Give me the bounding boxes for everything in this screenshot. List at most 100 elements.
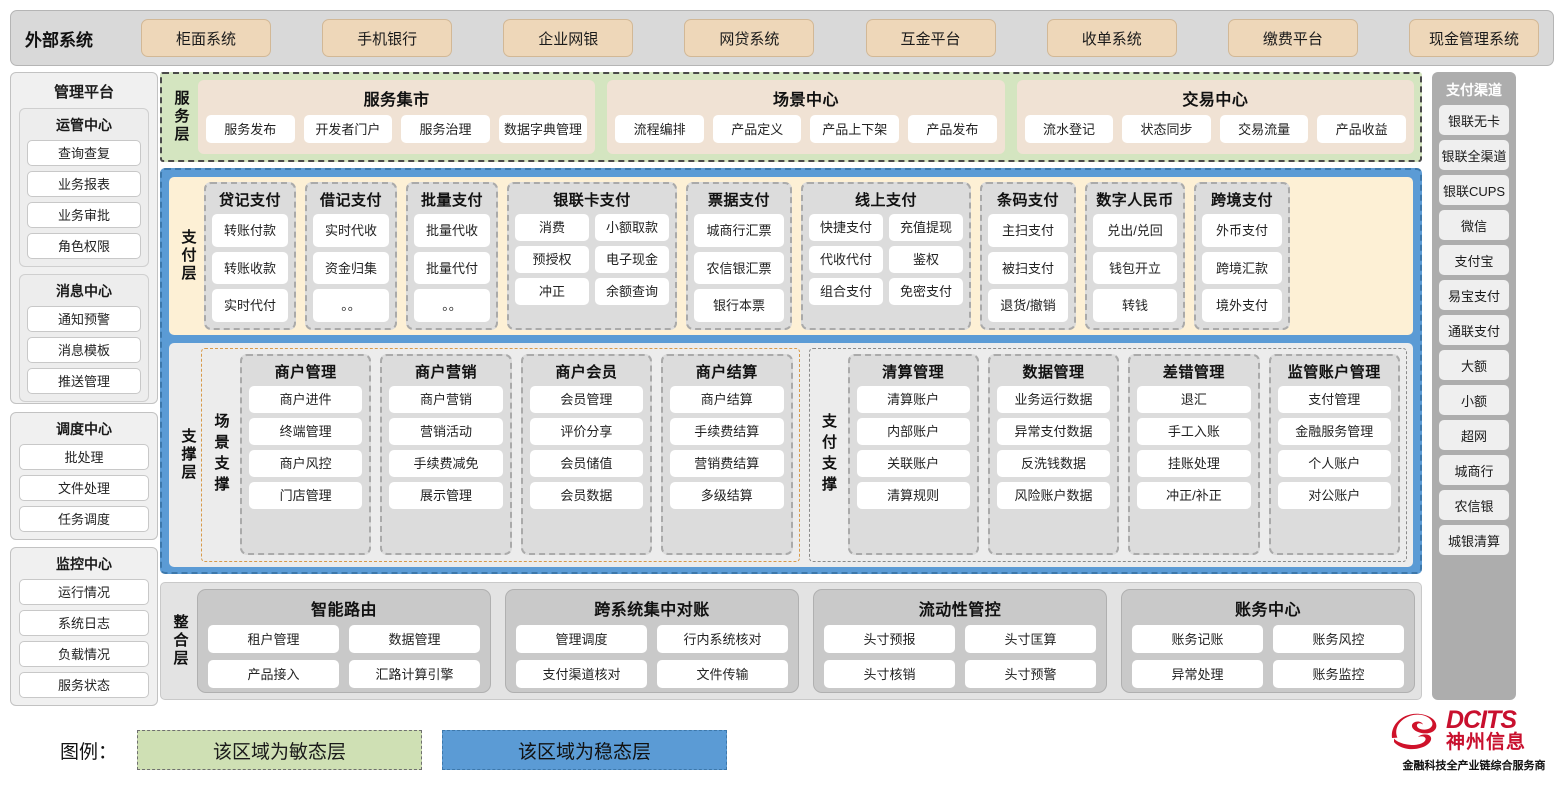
support-item[interactable]: 风险账户数据 [996,482,1111,509]
mgmt-item[interactable]: 批处理 [19,444,149,470]
support-item[interactable]: 商户风控 [249,450,363,477]
support-item[interactable]: 多级结算 [670,482,784,509]
channel-item[interactable]: 易宝支付 [1439,280,1509,310]
support-item[interactable]: 商户结算 [670,386,784,413]
mgmt-item[interactable]: 任务调度 [19,506,149,532]
payment-item[interactable]: 消费 [515,214,589,241]
integration-item[interactable]: 账务监控 [1273,660,1404,688]
payment-item[interactable]: 退货/撤销 [988,289,1068,323]
support-item[interactable]: 会员储值 [529,450,644,477]
mgmt-item[interactable]: 查询查复 [27,140,141,166]
payment-item[interactable]: 跨境汇款 [1202,251,1282,285]
mgmt-item[interactable]: 服务状态 [19,672,149,698]
external-system-item[interactable]: 手机银行 [322,19,453,57]
support-item[interactable]: 展示管理 [389,482,503,509]
support-item[interactable]: 关联账户 [856,450,970,477]
service-item[interactable]: 产品定义 [712,115,802,143]
support-item[interactable]: 营销活动 [389,418,503,445]
external-system-item[interactable]: 柜面系统 [141,19,271,57]
service-item[interactable]: 开发者门户 [303,115,393,143]
integration-item[interactable]: 账务记账 [1132,625,1263,653]
support-item[interactable]: 营销费结算 [670,450,784,477]
payment-item[interactable]: 资金归集 [313,251,389,285]
integration-item[interactable]: 租户管理 [208,625,339,653]
integration-item[interactable]: 支付渠道核对 [516,660,647,688]
payment-item[interactable]: 外币支付 [1202,214,1282,247]
integration-item[interactable]: 账务风控 [1273,625,1404,653]
mgmt-item[interactable]: 通知预警 [27,306,141,332]
channel-item[interactable]: 银联无卡 [1439,105,1509,135]
integration-item[interactable]: 管理调度 [516,625,647,653]
support-item[interactable]: 清算账户 [856,386,970,413]
payment-item[interactable]: 转账付款 [212,214,288,247]
service-item[interactable]: 服务治理 [401,115,490,143]
support-item[interactable]: 门店管理 [249,482,363,509]
support-item[interactable]: 清算规则 [856,482,970,509]
payment-item[interactable]: 快捷支付 [809,214,883,241]
support-item[interactable]: 业务运行数据 [996,386,1111,413]
service-item[interactable]: 流程编排 [615,115,704,143]
support-item[interactable]: 终端管理 [249,418,363,445]
payment-item[interactable]: 兑出/兑回 [1093,214,1177,247]
integration-item[interactable]: 异常处理 [1132,660,1263,688]
service-item[interactable]: 服务发布 [206,115,295,143]
channel-item[interactable]: 银联CUPS [1439,175,1509,205]
payment-item[interactable]: 。。 [313,289,389,323]
integration-item[interactable]: 数据管理 [349,625,480,653]
support-item[interactable]: 冲正/补正 [1137,482,1251,509]
service-item[interactable]: 产品上下架 [810,115,900,143]
mgmt-item[interactable]: 运行情况 [19,579,149,605]
support-item[interactable]: 商户进件 [249,386,363,413]
payment-item[interactable]: 城商行汇票 [694,214,784,247]
integration-item[interactable]: 行内系统核对 [657,625,788,653]
support-item[interactable]: 对公账户 [1277,482,1391,509]
support-item[interactable]: 商户营销 [389,386,503,413]
payment-item[interactable]: 预授权 [515,246,589,273]
support-item[interactable]: 退汇 [1137,386,1251,413]
support-item[interactable]: 评价分享 [529,418,644,445]
channel-item[interactable]: 超网 [1439,420,1509,450]
external-system-item[interactable]: 互金平台 [865,19,996,57]
mgmt-item[interactable]: 负载情况 [19,641,149,667]
payment-item[interactable]: 鉴权 [889,246,963,273]
channel-item[interactable]: 微信 [1439,210,1509,240]
channel-item[interactable]: 大额 [1439,350,1509,380]
payment-item[interactable]: 免密支付 [889,278,963,305]
support-item[interactable]: 挂账处理 [1137,450,1251,477]
service-item[interactable]: 数据字典管理 [498,115,588,143]
payment-item[interactable]: 小额取款 [595,214,669,241]
support-item[interactable]: 手工入账 [1137,418,1251,445]
integration-item[interactable]: 头寸预警 [965,660,1096,688]
payment-item[interactable]: 充值提现 [889,214,963,241]
support-item[interactable]: 手续费结算 [670,418,784,445]
integration-item[interactable]: 头寸匡算 [965,625,1096,653]
payment-item[interactable]: 转账收款 [212,251,288,285]
external-system-item[interactable]: 缴费平台 [1227,19,1358,57]
service-item[interactable]: 流水登记 [1024,115,1114,143]
channel-item[interactable]: 银联全渠道 [1439,140,1509,170]
support-item[interactable]: 内部账户 [856,418,970,445]
mgmt-item[interactable]: 消息模板 [27,337,141,363]
service-item[interactable]: 产品发布 [908,115,997,143]
mgmt-item[interactable]: 业务报表 [27,171,141,197]
payment-item[interactable]: 冲正 [515,278,589,305]
support-item[interactable]: 会员管理 [529,386,644,413]
payment-item[interactable]: 被扫支付 [988,251,1068,285]
payment-item[interactable]: 转钱 [1093,289,1177,323]
service-item[interactable]: 产品收益 [1317,115,1406,143]
channel-item[interactable]: 城商行 [1439,455,1509,485]
channel-item[interactable]: 通联支付 [1439,315,1509,345]
payment-item[interactable]: 实时代付 [212,289,288,323]
integration-item[interactable]: 头寸预报 [824,625,955,653]
mgmt-item[interactable]: 系统日志 [19,610,149,636]
support-item[interactable]: 金融服务管理 [1277,418,1391,445]
channel-item[interactable]: 城银清算 [1439,525,1509,555]
payment-item[interactable]: 批量代收 [414,214,490,247]
external-system-item[interactable]: 收单系统 [1046,19,1177,57]
payment-item[interactable]: 组合支付 [809,278,883,305]
channel-item[interactable]: 支付宝 [1439,245,1509,275]
support-item[interactable]: 支付管理 [1277,386,1391,413]
mgmt-item[interactable]: 业务审批 [27,202,141,228]
integration-item[interactable]: 产品接入 [208,660,339,688]
support-item[interactable]: 手续费减免 [389,450,503,477]
